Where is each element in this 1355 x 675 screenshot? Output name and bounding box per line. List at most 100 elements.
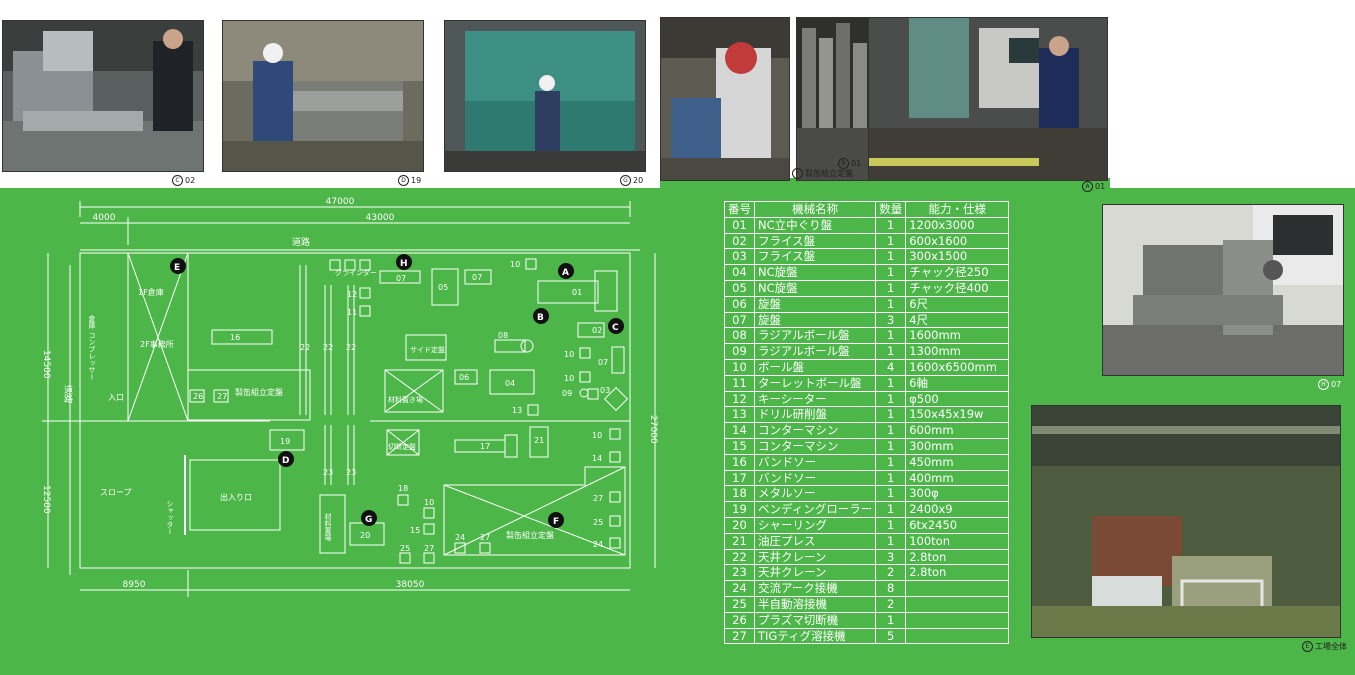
dim-left-top: 4000 bbox=[93, 213, 116, 223]
cell-quantity: 3 bbox=[875, 548, 907, 566]
cell-quantity: 1 bbox=[875, 611, 907, 629]
cell-machine-name: NC旋盤 bbox=[753, 264, 877, 281]
cell-quantity: 1 bbox=[875, 390, 907, 408]
cell-quantity: 1 bbox=[875, 343, 907, 360]
photo-tooling bbox=[796, 17, 870, 181]
label-grinder: グラインダー bbox=[335, 268, 377, 277]
cell-number: 13 bbox=[724, 406, 755, 424]
cell-quantity: 1 bbox=[875, 485, 907, 503]
cell-quantity: 1 bbox=[875, 295, 907, 313]
label-entrance: 入口 bbox=[108, 393, 124, 402]
cell-quantity: 1 bbox=[875, 516, 907, 534]
cell-spec: チャック径250 bbox=[905, 264, 1010, 281]
marker-h: H bbox=[400, 259, 408, 269]
cell-number: 23 bbox=[724, 564, 755, 582]
cell-quantity: 1 bbox=[875, 422, 907, 439]
caption-label: 20 bbox=[633, 176, 644, 185]
cell-spec bbox=[905, 580, 1010, 597]
cell-machine-name: キーシーター bbox=[753, 390, 877, 408]
header-spec: 能力・仕様 bbox=[905, 201, 1010, 218]
cell-machine-name: 旋盤 bbox=[753, 295, 877, 313]
cell-spec: φ500 bbox=[905, 390, 1010, 408]
caption-letter: G bbox=[620, 175, 631, 186]
caption-label: 19 bbox=[411, 176, 422, 185]
machine-15: 15 bbox=[410, 526, 420, 535]
label-compressor: 倉庫 コンプレッサー bbox=[88, 314, 96, 380]
cell-quantity: 1 bbox=[875, 532, 907, 550]
cell-quantity: 3 bbox=[875, 311, 907, 329]
cell-number: 25 bbox=[724, 595, 755, 613]
photo-factory-overview bbox=[1031, 405, 1341, 638]
table-header-row: 番号 機械名称 数量 能力・仕様 bbox=[724, 201, 1010, 218]
caption-letter: D bbox=[398, 175, 409, 186]
machine-02: 02 bbox=[592, 326, 602, 335]
machine-13: 13 bbox=[512, 406, 522, 415]
machine-05: 05 bbox=[438, 283, 448, 292]
machine-07: 07 bbox=[472, 273, 482, 282]
machine-17: 17 bbox=[480, 442, 490, 451]
photo-welding-worker bbox=[660, 17, 790, 181]
cell-number: 19 bbox=[724, 501, 755, 518]
cell-machine-name: 旋盤 bbox=[753, 311, 877, 329]
label-road-left: 道路 bbox=[62, 384, 73, 404]
cell-number: 27 bbox=[724, 627, 755, 645]
cell-spec: 400mm bbox=[905, 469, 1010, 487]
dim-lower-height: 12500 bbox=[41, 485, 51, 514]
label-assembly-right: 製缶組立定盤 bbox=[506, 530, 554, 540]
machine-22: 22 bbox=[346, 343, 356, 352]
cell-number: 20 bbox=[724, 516, 755, 534]
floor-plan: 47000 4000 43000 道路 道路 14500 12500 27000… bbox=[40, 195, 670, 615]
cell-number: 06 bbox=[724, 295, 755, 313]
marker-f: F bbox=[553, 517, 559, 527]
caption-label: 07 bbox=[1331, 380, 1342, 389]
cell-quantity: 1 bbox=[875, 264, 907, 281]
marker-g: G bbox=[365, 515, 372, 525]
cell-number: 01 bbox=[724, 216, 755, 234]
machine-11: 11 bbox=[347, 308, 357, 317]
cell-spec: 1600mm bbox=[905, 327, 1010, 345]
cell-machine-name: TIGティグ溶接機 bbox=[753, 627, 877, 645]
machine-19: 19 bbox=[280, 437, 290, 446]
dim-right-top: 43000 bbox=[366, 213, 395, 223]
cell-spec: 600x1600 bbox=[905, 232, 1010, 250]
machine-23: 23 bbox=[346, 468, 356, 477]
photo-shearing-machine bbox=[444, 20, 646, 172]
machine-10: 10 bbox=[510, 260, 520, 269]
cell-quantity: 2 bbox=[875, 595, 907, 613]
machine-12: 12 bbox=[347, 290, 357, 299]
dim-right-bottom: 38050 bbox=[396, 580, 425, 590]
cell-spec: 1200x3000 bbox=[905, 216, 1010, 234]
label-side-plate: サイド定盤 bbox=[410, 345, 445, 354]
machine-10: 10 bbox=[424, 498, 434, 507]
cell-spec: 450mm bbox=[905, 453, 1010, 471]
cell-number: 15 bbox=[724, 437, 755, 455]
caption-letter: C bbox=[172, 175, 183, 186]
cell-quantity: 1 bbox=[875, 406, 907, 424]
label-shutter: シャッター bbox=[166, 500, 174, 535]
cell-spec: 2400x9 bbox=[905, 501, 1010, 518]
cell-spec: 6軸 bbox=[905, 374, 1010, 392]
cell-machine-name: ボール盤 bbox=[753, 358, 877, 376]
cell-number: 09 bbox=[724, 343, 755, 360]
cell-number: 21 bbox=[724, 532, 755, 550]
cell-machine-name: ターレットボール盤 bbox=[753, 374, 877, 392]
machine-24: 24 bbox=[593, 540, 603, 549]
label-assembly-left: 製缶組立定盤 bbox=[235, 387, 283, 397]
cell-spec bbox=[905, 611, 1010, 629]
